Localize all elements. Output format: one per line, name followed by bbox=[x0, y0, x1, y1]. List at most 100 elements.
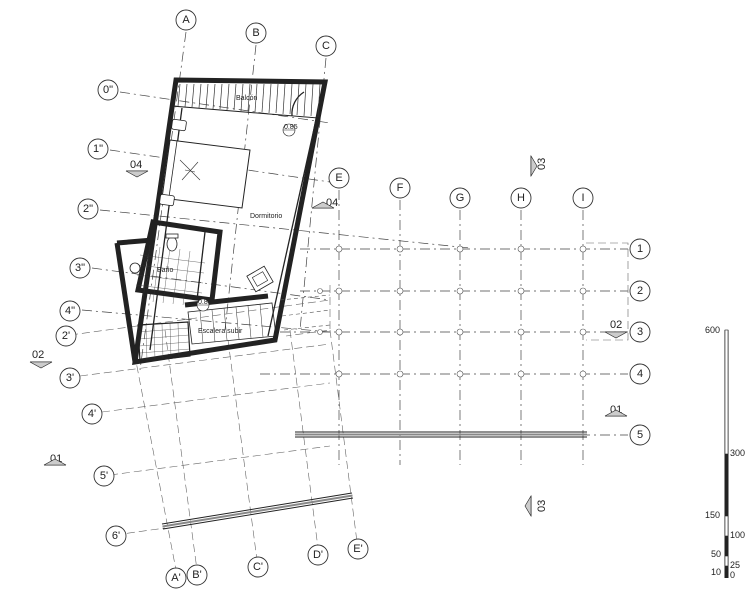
svg-text:B: B bbox=[252, 27, 259, 39]
grid-bubble-3prime: 3' bbox=[59, 367, 81, 389]
partition-wall bbox=[196, 231, 206, 301]
beam-5 bbox=[295, 431, 587, 438]
room-label-bano: Baño bbox=[157, 267, 173, 274]
grid-bubble-4dbl: 4" bbox=[59, 300, 81, 322]
bed-icon bbox=[159, 118, 251, 209]
balcony-door-swing bbox=[291, 91, 305, 117]
svg-text:2": 2" bbox=[83, 203, 93, 215]
grid-bubble-Bprime: B' bbox=[186, 564, 208, 586]
bathroom-tiles bbox=[135, 244, 206, 306]
scale-label-600: 600 bbox=[705, 325, 720, 335]
svg-text:I: I bbox=[581, 192, 584, 204]
grid-bubble-1: 1 bbox=[629, 238, 651, 260]
section-mark-02-right: 02 bbox=[604, 319, 628, 339]
svg-text:04: 04 bbox=[130, 159, 142, 171]
beam-6prime bbox=[161, 492, 354, 530]
svg-text:0": 0" bbox=[103, 84, 113, 96]
scale-bar: 600 300 150 100 50 25 10 0 bbox=[705, 325, 745, 580]
grid-bubble-5prime: 5' bbox=[93, 465, 115, 487]
gridline-Eprime bbox=[329, 329, 358, 543]
svg-text:6': 6' bbox=[112, 530, 120, 542]
dashed-outline-right bbox=[586, 242, 629, 341]
grid-bubble-2: 2 bbox=[629, 280, 651, 302]
grid-nodes bbox=[317, 245, 587, 378]
grid-bubble-H: H bbox=[510, 187, 532, 209]
svg-text:3": 3" bbox=[75, 262, 85, 274]
svg-text:H: H bbox=[517, 192, 525, 204]
bathroom-side-wall-left bbox=[114, 242, 138, 363]
room-label-escalera: Escalera subir bbox=[198, 328, 243, 335]
toilet-tank-icon bbox=[165, 233, 179, 239]
gridline-5prime bbox=[109, 445, 331, 476]
grid-bubble-3: 3 bbox=[629, 321, 651, 343]
section-mark-01-left: 01 bbox=[43, 453, 67, 466]
gridline-Aprime bbox=[129, 329, 177, 571]
gridline-4dbl bbox=[81, 309, 331, 333]
svg-text:E: E bbox=[335, 172, 342, 184]
room-label-dormitorio: Dormitorio bbox=[250, 213, 282, 220]
svg-text:1: 1 bbox=[637, 243, 643, 255]
bathroom-side-wall-top bbox=[116, 237, 154, 246]
grid-bubble-Eprime: E' bbox=[347, 538, 369, 560]
grid-bubble-Cprime: C' bbox=[247, 556, 269, 578]
dashed-outline-stair bbox=[285, 285, 331, 337]
svg-text:0.85: 0.85 bbox=[284, 124, 298, 131]
scale-label-150: 150 bbox=[705, 510, 720, 520]
grid-bubble-6prime: 6' bbox=[105, 525, 127, 547]
svg-text:4: 4 bbox=[637, 368, 643, 380]
svg-text:0.85: 0.85 bbox=[198, 299, 212, 306]
gridline-3dbl bbox=[91, 267, 331, 301]
svg-text:C': C' bbox=[253, 561, 263, 573]
svg-text:A': A' bbox=[171, 572, 180, 584]
section-mark-01-right: 01 bbox=[604, 404, 628, 417]
grid-bubble-4prime: 4' bbox=[81, 403, 103, 425]
grid-bubble-A: A bbox=[175, 9, 197, 31]
svg-text:1": 1" bbox=[93, 143, 103, 155]
stair-icon bbox=[187, 294, 331, 345]
svg-text:5: 5 bbox=[637, 429, 643, 441]
svg-text:02: 02 bbox=[32, 349, 44, 361]
grid-bubble-0dbl: 0" bbox=[97, 79, 119, 101]
grid-bubble-G: G bbox=[449, 187, 471, 209]
gridline-A bbox=[139, 31, 187, 371]
inner-wall-right bbox=[267, 119, 317, 337]
lower-tiles bbox=[137, 322, 191, 362]
svg-text:C: C bbox=[322, 40, 330, 52]
gridline-0dbl bbox=[119, 91, 331, 124]
svg-text:4": 4" bbox=[65, 305, 75, 317]
svg-text:D': D' bbox=[313, 549, 323, 561]
scale-label-10: 10 bbox=[711, 567, 721, 577]
svg-text:02: 02 bbox=[610, 319, 622, 331]
grid-bubble-C: C bbox=[315, 35, 337, 57]
room-label-balcon: Balcón bbox=[236, 95, 258, 102]
gridline-2prime bbox=[69, 299, 331, 336]
balcony-hatch bbox=[171, 79, 326, 119]
svg-text:3: 3 bbox=[637, 326, 643, 338]
svg-text:5': 5' bbox=[100, 470, 108, 482]
grid-bubble-1dbl: 1" bbox=[87, 138, 109, 160]
svg-text:3': 3' bbox=[66, 372, 74, 384]
gridline-Cprime bbox=[227, 339, 258, 561]
gridline-3prime bbox=[79, 343, 331, 377]
gridline-Bprime bbox=[164, 329, 198, 571]
level-tag-upper: 0.85 bbox=[282, 123, 298, 137]
scale-label-300: 300 bbox=[730, 448, 745, 458]
grid-bubble-F: F bbox=[389, 177, 411, 199]
grid-bubble-5: 5 bbox=[629, 424, 651, 446]
building-outer-wall bbox=[132, 77, 329, 365]
svg-text:A: A bbox=[182, 14, 190, 26]
scale-label-0: 0 bbox=[730, 570, 735, 580]
section-mark-04-left: 04 bbox=[125, 159, 149, 178]
grid-bubble-Dprime: D' bbox=[307, 544, 329, 566]
grid-bubble-3dbl: 3" bbox=[69, 257, 91, 279]
section-mark-03-top: 03 bbox=[530, 154, 548, 178]
washbasin-icon bbox=[129, 262, 141, 274]
gridline-6prime bbox=[114, 527, 166, 536]
svg-text:G: G bbox=[456, 192, 465, 204]
grid-bubble-I: I bbox=[572, 187, 594, 209]
chair-icon bbox=[246, 265, 274, 293]
lower-tiled-area bbox=[137, 321, 191, 363]
toilet-icon bbox=[166, 236, 178, 252]
grid-bubble-2prime: 2' bbox=[55, 325, 77, 347]
